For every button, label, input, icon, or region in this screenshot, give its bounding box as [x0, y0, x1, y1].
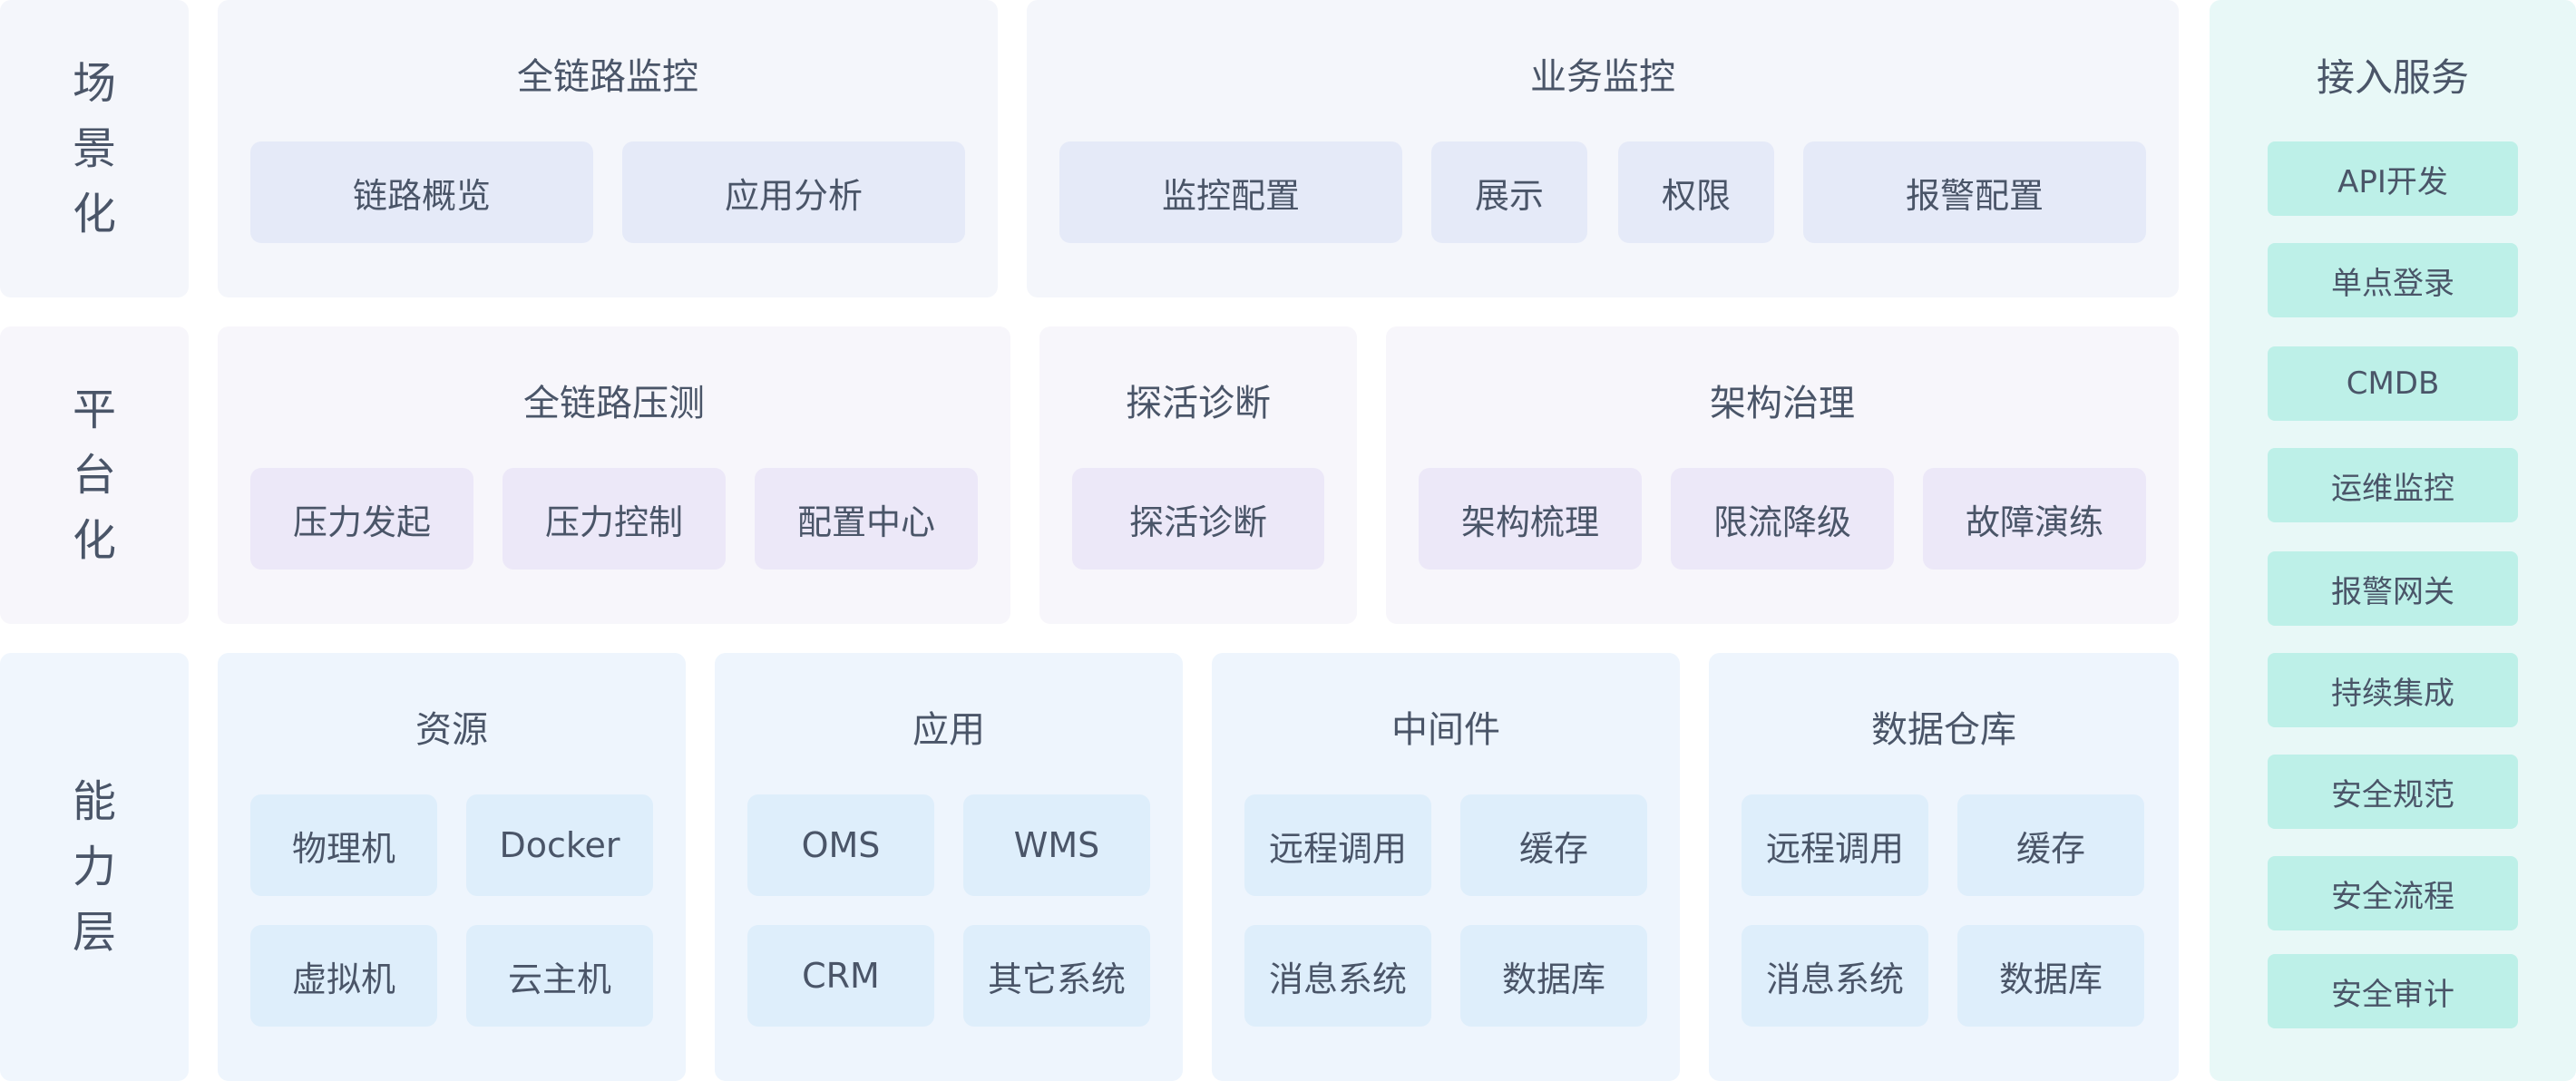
access-item[interactable]: 安全审计	[2268, 954, 2518, 1028]
row-label-char: 层	[72, 907, 116, 958]
row-label-scenario: 场 景 化	[0, 0, 189, 297]
chip[interactable]: 云主机	[466, 925, 653, 1027]
chip[interactable]: 配置中心	[755, 468, 978, 570]
chip[interactable]: 架构梳理	[1419, 468, 1642, 570]
group-data-warehouse: 数据仓库 远程调用 缓存 消息系统 数据库	[1709, 653, 2179, 1081]
chip[interactable]: 报警配置	[1803, 141, 2146, 243]
access-services-title: 接入服务	[2316, 55, 2469, 100]
group-title: 中间件	[1391, 709, 1500, 751]
chip[interactable]: 展示	[1431, 141, 1587, 243]
chip[interactable]: 远程调用	[1244, 794, 1431, 896]
chip[interactable]: Docker	[466, 794, 653, 896]
group-title: 资源	[415, 709, 488, 751]
group-title: 探活诊断	[1126, 383, 1271, 424]
row-label-char: 平	[72, 385, 116, 435]
chip[interactable]: 限流降级	[1671, 468, 1894, 570]
chip[interactable]: 缓存	[1460, 794, 1647, 896]
access-item[interactable]: 安全规范	[2268, 755, 2518, 829]
access-item[interactable]: 报警网关	[2268, 551, 2518, 626]
group-probe: 探活诊断 探活诊断	[1039, 326, 1357, 624]
row-label-char: 能	[72, 776, 116, 827]
row-label-platform: 平 台 化	[0, 326, 189, 624]
access-item[interactable]: 安全流程	[2268, 856, 2518, 930]
group-title: 全链路压测	[523, 383, 705, 424]
chip[interactable]: 消息系统	[1244, 925, 1431, 1027]
chip[interactable]: 监控配置	[1059, 141, 1402, 243]
chip[interactable]: 缓存	[1957, 794, 2144, 896]
chip[interactable]: 其它系统	[963, 925, 1150, 1027]
chip[interactable]: 探活诊断	[1072, 468, 1324, 570]
row-label-char: 化	[72, 189, 116, 239]
group-application: 应用 OMS WMS CRM 其它系统	[715, 653, 1183, 1081]
chip[interactable]: 故障演练	[1923, 468, 2146, 570]
group-middleware: 中间件 远程调用 缓存 消息系统 数据库	[1212, 653, 1680, 1081]
group-architecture: 架构治理 架构梳理 限流降级 故障演练	[1386, 326, 2179, 624]
access-item[interactable]: CMDB	[2268, 346, 2518, 421]
chip[interactable]: 数据库	[1957, 925, 2144, 1027]
chip[interactable]: 物理机	[250, 794, 437, 896]
group-link-monitor: 全链路监控 链路概览 应用分析	[218, 0, 998, 297]
row-label-char: 力	[72, 842, 116, 892]
row-label-capability: 能 力 层	[0, 653, 189, 1081]
chip[interactable]: 应用分析	[622, 141, 965, 243]
group-title: 业务监控	[1530, 56, 1675, 98]
chip[interactable]: OMS	[747, 794, 934, 896]
group-title: 应用	[912, 709, 985, 751]
group-title: 数据仓库	[1871, 709, 2016, 751]
access-item[interactable]: 单点登录	[2268, 243, 2518, 317]
access-item[interactable]: API开发	[2268, 141, 2518, 216]
group-biz-monitor: 业务监控 监控配置 展示 权限 报警配置	[1027, 0, 2179, 297]
access-item[interactable]: 运维监控	[2268, 448, 2518, 522]
group-title: 全链路监控	[517, 56, 698, 98]
chip[interactable]: 数据库	[1460, 925, 1647, 1027]
group-resource: 资源 物理机 Docker 虚拟机 云主机	[218, 653, 686, 1081]
chip[interactable]: 链路概览	[250, 141, 593, 243]
chip[interactable]: 压力控制	[503, 468, 726, 570]
row-label-char: 台	[72, 450, 116, 501]
row-label-char: 场	[72, 58, 116, 109]
chip[interactable]: 远程调用	[1742, 794, 1928, 896]
chip[interactable]: 权限	[1618, 141, 1774, 243]
chip[interactable]: CRM	[747, 925, 934, 1027]
chip[interactable]: 消息系统	[1742, 925, 1928, 1027]
chip[interactable]: 虚拟机	[250, 925, 437, 1027]
group-stress-test: 全链路压测 压力发起 压力控制 配置中心	[218, 326, 1010, 624]
chip[interactable]: WMS	[963, 794, 1150, 896]
group-title: 架构治理	[1710, 383, 1855, 424]
row-label-char: 景	[72, 123, 116, 174]
access-item[interactable]: 持续集成	[2268, 653, 2518, 727]
chip[interactable]: 压力发起	[250, 468, 473, 570]
row-label-char: 化	[72, 515, 116, 566]
